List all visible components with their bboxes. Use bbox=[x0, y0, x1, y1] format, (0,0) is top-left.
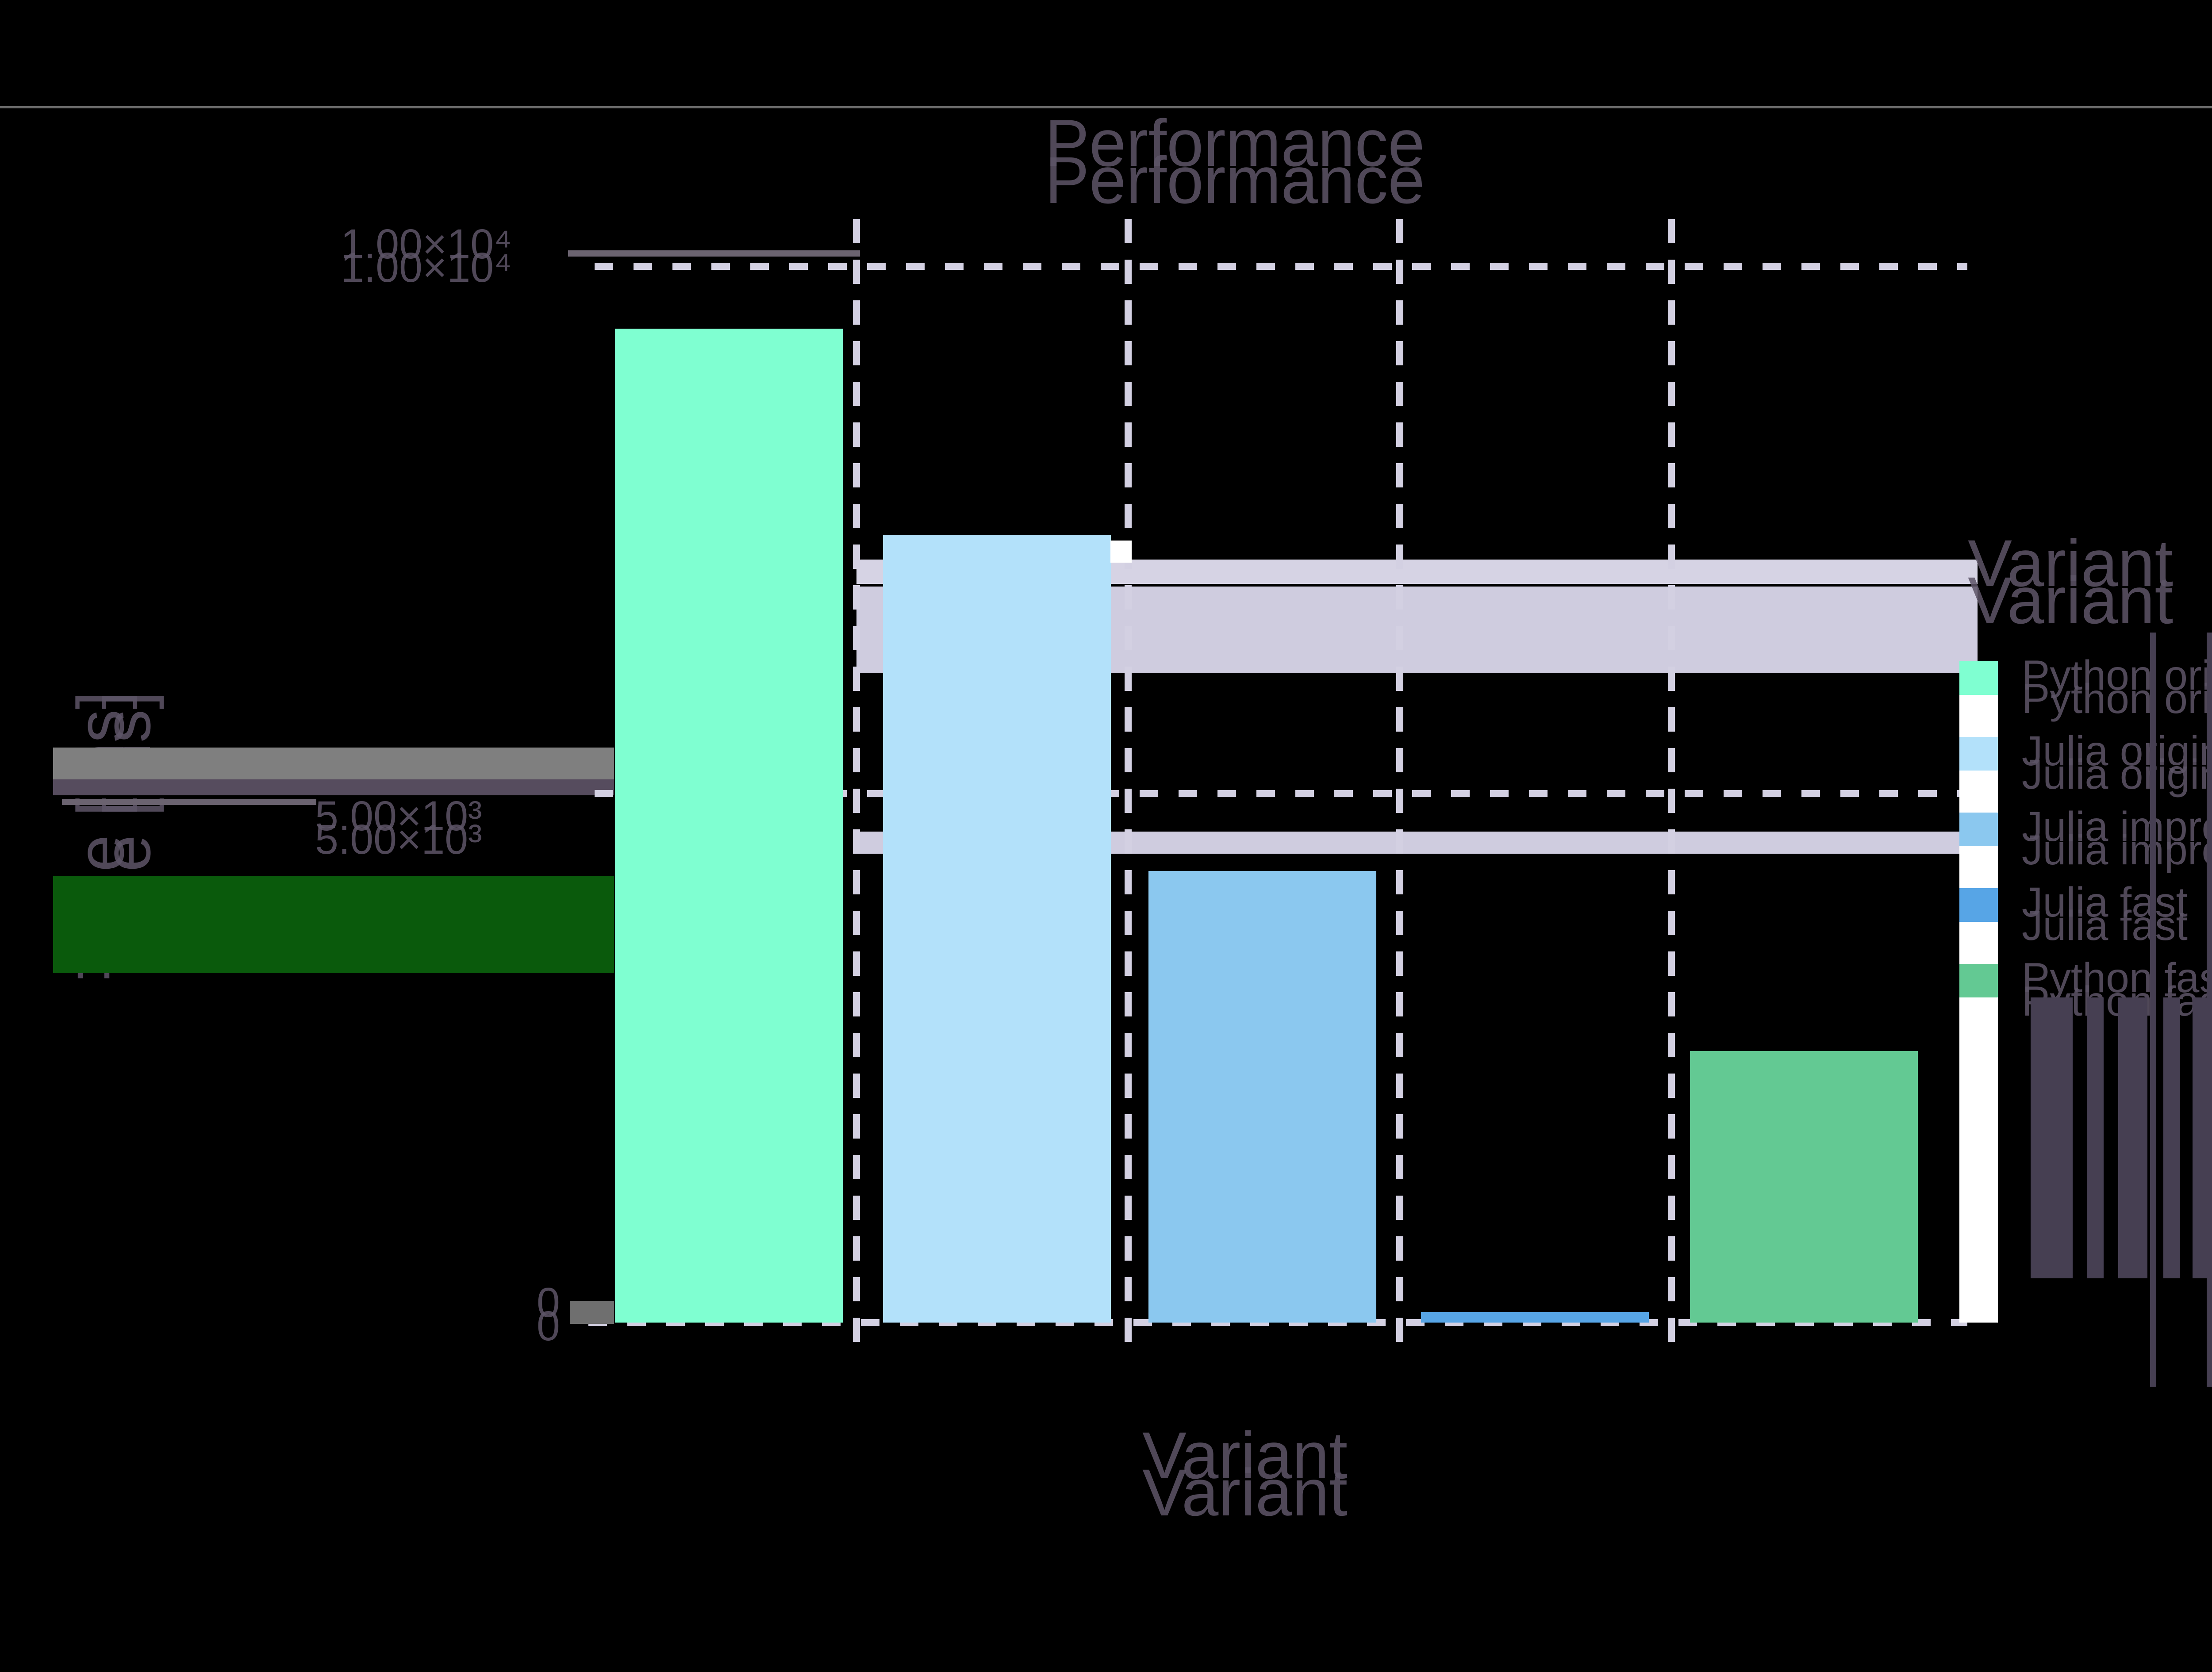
gridline-v3 bbox=[1396, 219, 1403, 1345]
artifact-stem bbox=[2163, 997, 2180, 1278]
tick-blob-0 bbox=[570, 1301, 614, 1324]
tick-line-5000 bbox=[62, 799, 316, 805]
gridline-10000 bbox=[595, 263, 1967, 270]
artifact-band-dark-green bbox=[53, 876, 614, 973]
artifact-stem-thin bbox=[2150, 633, 2156, 1387]
artifact-stem bbox=[2087, 997, 2104, 1278]
gridline-v1 bbox=[853, 219, 860, 1345]
legend-swatch-julia-improved bbox=[1959, 813, 1998, 846]
artifact-band-gray bbox=[53, 748, 614, 779]
artifact-white-sliver bbox=[1110, 541, 1132, 563]
gridline-v2 bbox=[1125, 219, 1132, 1345]
bar-python-fast bbox=[1690, 1051, 1918, 1323]
artifact-band-dark-purple bbox=[53, 779, 614, 795]
tick-line-10000 bbox=[568, 250, 860, 257]
artifact-stem bbox=[2031, 997, 2073, 1278]
bar-python-original bbox=[615, 329, 843, 1323]
legend-swatch-python-original bbox=[1959, 661, 1998, 695]
gridline-v4 bbox=[1668, 219, 1675, 1345]
legend-swatch-python-fast bbox=[1959, 964, 1998, 997]
legend-swatch-julia-original bbox=[1959, 737, 1998, 771]
bar-julia-fast bbox=[1421, 1312, 1649, 1323]
artifact-stem-thin bbox=[2207, 633, 2212, 1387]
artifact-stem bbox=[2118, 997, 2147, 1278]
legend-swatch-julia-fast bbox=[1959, 888, 1998, 922]
top-border-line bbox=[0, 106, 2212, 108]
bar-julia-original bbox=[883, 535, 1111, 1323]
bar-julia-improved bbox=[1148, 871, 1376, 1323]
